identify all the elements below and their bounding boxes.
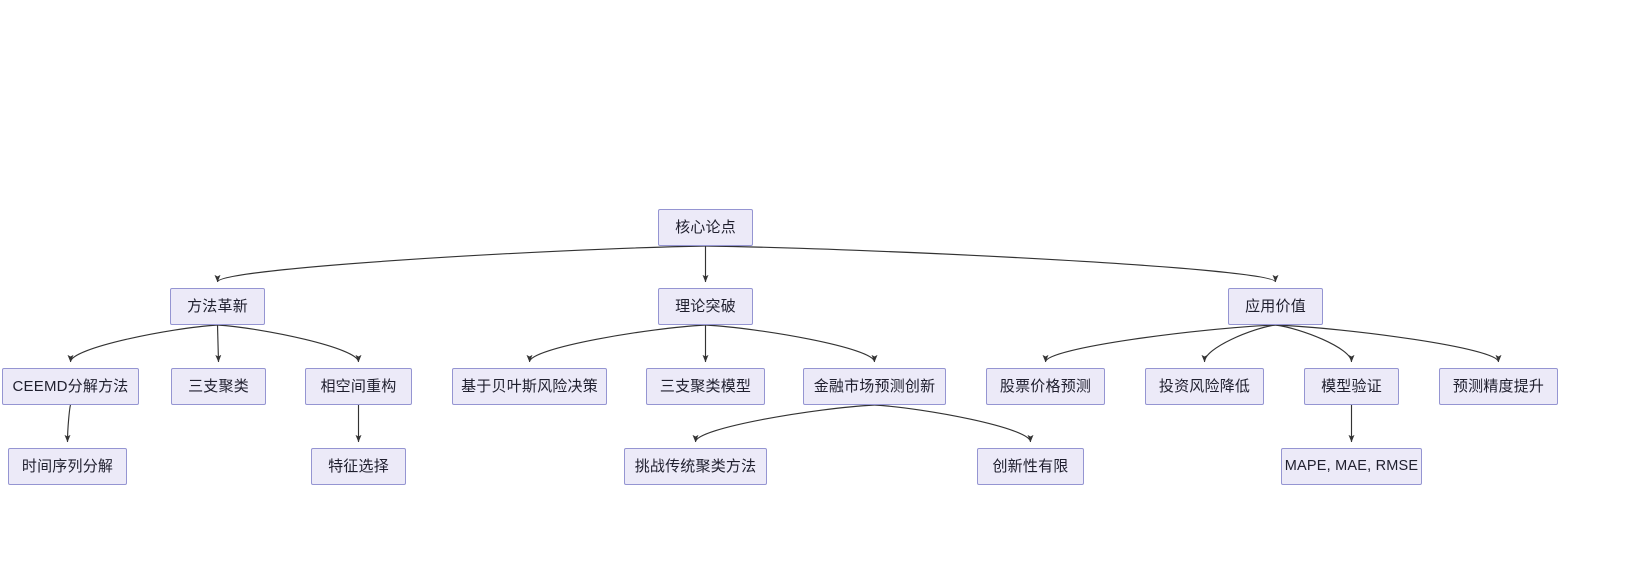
node-l3e[interactable]: MAPE, MAE, RMSE xyxy=(1281,448,1422,485)
node-label: 金融市场预测创新 xyxy=(813,378,936,395)
node-l1a[interactable]: 方法革新 xyxy=(170,288,265,325)
node-l2j[interactable]: 预测精度提升 xyxy=(1439,368,1558,405)
node-label: 预测精度提升 xyxy=(1452,378,1545,395)
node-label: CEEMD分解方法 xyxy=(12,378,129,395)
node-label: 相空间重构 xyxy=(320,378,397,395)
node-l1c[interactable]: 应用价值 xyxy=(1228,288,1323,325)
node-label: 三支聚类 xyxy=(188,378,249,395)
node-l2h[interactable]: 投资风险降低 xyxy=(1145,368,1264,405)
node-label: 理论突破 xyxy=(675,298,736,315)
edge-l1a-to-l2a xyxy=(67,324,218,363)
edge-l1a-to-l2b xyxy=(215,324,222,363)
node-l2a[interactable]: CEEMD分解方法 xyxy=(2,368,139,405)
edge-root-to-l1a xyxy=(214,245,706,283)
node-l3d[interactable]: 创新性有限 xyxy=(977,448,1084,485)
edge-paths xyxy=(64,245,1502,443)
node-label: 股票价格预测 xyxy=(999,378,1092,395)
node-label: 特征选择 xyxy=(328,458,389,475)
node-l3a[interactable]: 时间序列分解 xyxy=(8,448,127,485)
node-label: 三支聚类模型 xyxy=(659,378,752,395)
edge-l1c-to-l2h xyxy=(1201,324,1276,363)
node-l2b[interactable]: 三支聚类 xyxy=(171,368,266,405)
node-root[interactable]: 核心论点 xyxy=(658,209,753,246)
node-label: 核心论点 xyxy=(675,219,736,236)
edge-l1b-to-l2d xyxy=(526,324,706,363)
node-l2d[interactable]: 基于贝叶斯风险决策 xyxy=(452,368,607,405)
node-l3c[interactable]: 挑战传统聚类方法 xyxy=(624,448,767,485)
node-label: 投资风险降低 xyxy=(1158,378,1251,395)
edge-root-to-l1c xyxy=(705,245,1279,283)
node-label: 创新性有限 xyxy=(992,458,1069,475)
edge-l2f-to-l3d xyxy=(874,404,1034,443)
node-label: 方法革新 xyxy=(187,298,248,315)
edge-l2f-to-l3c xyxy=(692,404,875,443)
node-l1b[interactable]: 理论突破 xyxy=(658,288,753,325)
node-label: 挑战传统聚类方法 xyxy=(634,458,757,475)
node-l2i[interactable]: 模型验证 xyxy=(1304,368,1399,405)
node-l2g[interactable]: 股票价格预测 xyxy=(986,368,1105,405)
edge-l1a-to-l2c xyxy=(217,324,362,363)
node-label: 应用价值 xyxy=(1245,298,1306,315)
node-l2e[interactable]: 三支聚类模型 xyxy=(646,368,765,405)
node-label: 时间序列分解 xyxy=(21,458,114,475)
node-l3b[interactable]: 特征选择 xyxy=(311,448,406,485)
node-label: 基于贝叶斯风险决策 xyxy=(461,378,598,395)
edge-l1b-to-l2f xyxy=(705,324,878,363)
node-label: MAPE, MAE, RMSE xyxy=(1284,458,1419,475)
edge-l1c-to-l2g xyxy=(1042,324,1276,363)
node-l2f[interactable]: 金融市场预测创新 xyxy=(803,368,946,405)
edge-l2a-to-l3a xyxy=(64,404,72,443)
node-label: 模型验证 xyxy=(1321,378,1382,395)
node-l2c[interactable]: 相空间重构 xyxy=(305,368,412,405)
edge-l1c-to-l2j xyxy=(1275,324,1502,363)
edge-l1c-to-l2i xyxy=(1275,324,1355,363)
